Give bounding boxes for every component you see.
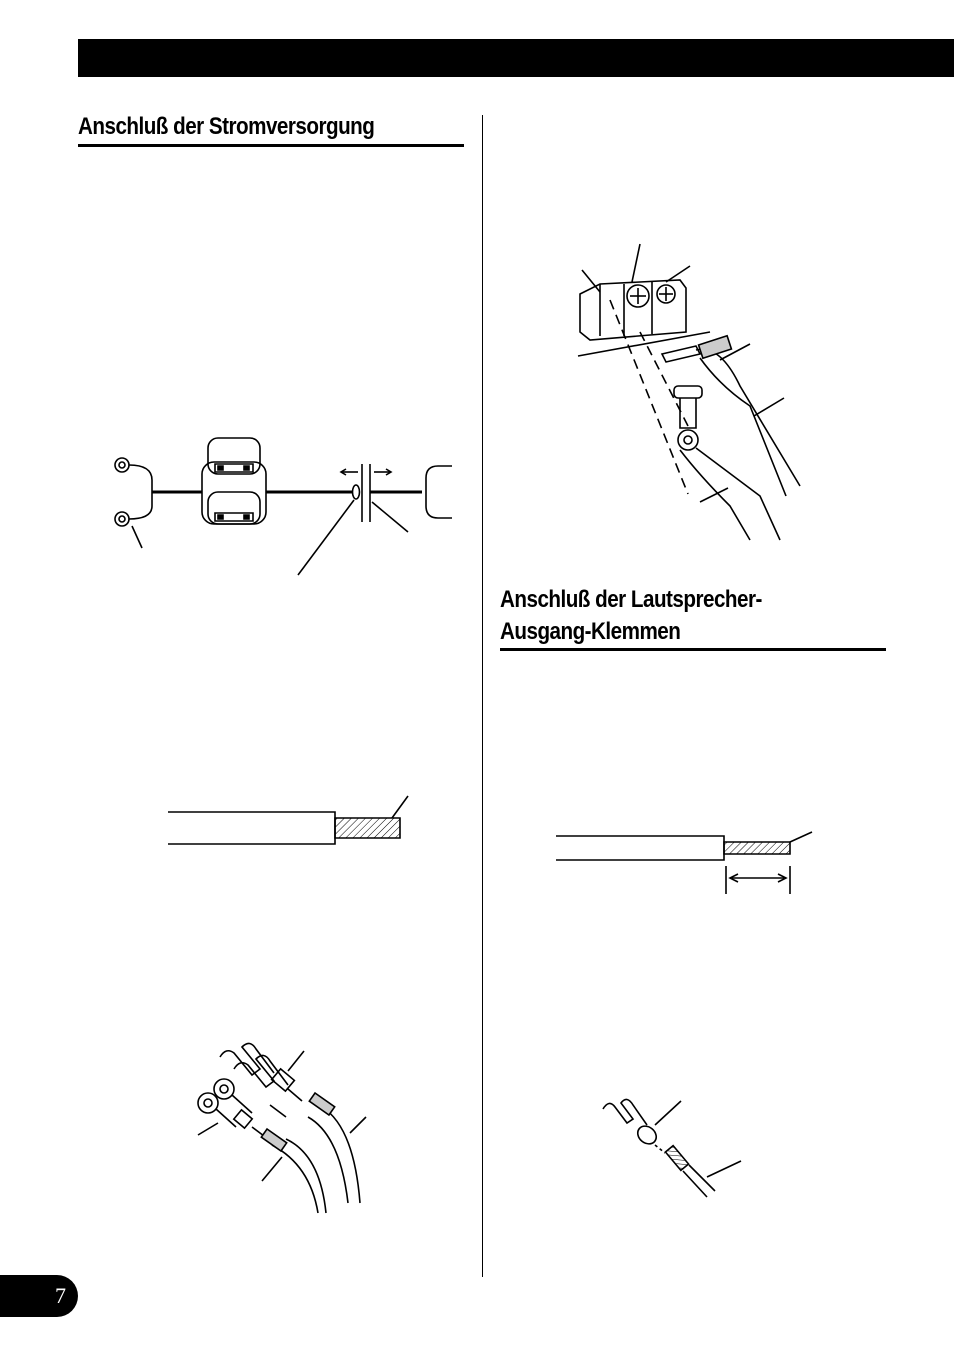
power-supply-heading-rule <box>78 144 464 147</box>
terminal-screw-right <box>657 285 675 303</box>
power-terminal-block-diagram <box>570 236 800 546</box>
terminal-screw-left <box>627 285 649 307</box>
speaker-output-heading-line1: Anschluß der Lautsprecher- <box>500 586 762 613</box>
speaker-fork-lug-diagram <box>595 1095 755 1200</box>
terminal-lugs-diagram <box>190 1035 390 1215</box>
stripped-power-wire-diagram <box>160 790 420 860</box>
column-divider <box>482 115 483 1277</box>
power-supply-heading: Anschluß der Stromversorgung <box>78 113 375 140</box>
speaker-output-heading-rule <box>500 648 886 651</box>
ring-terminal-bottom <box>115 512 129 526</box>
stripped-speaker-wire-diagram <box>550 828 820 900</box>
speaker-output-heading-line2: Ausgang-Klemmen <box>500 618 681 645</box>
page-number: 7 <box>55 1283 66 1308</box>
page-number-tab <box>0 1275 78 1317</box>
ring-terminal-top <box>115 458 129 472</box>
header-bar <box>78 39 954 77</box>
fuse-holder-wiring-diagram <box>100 430 470 580</box>
